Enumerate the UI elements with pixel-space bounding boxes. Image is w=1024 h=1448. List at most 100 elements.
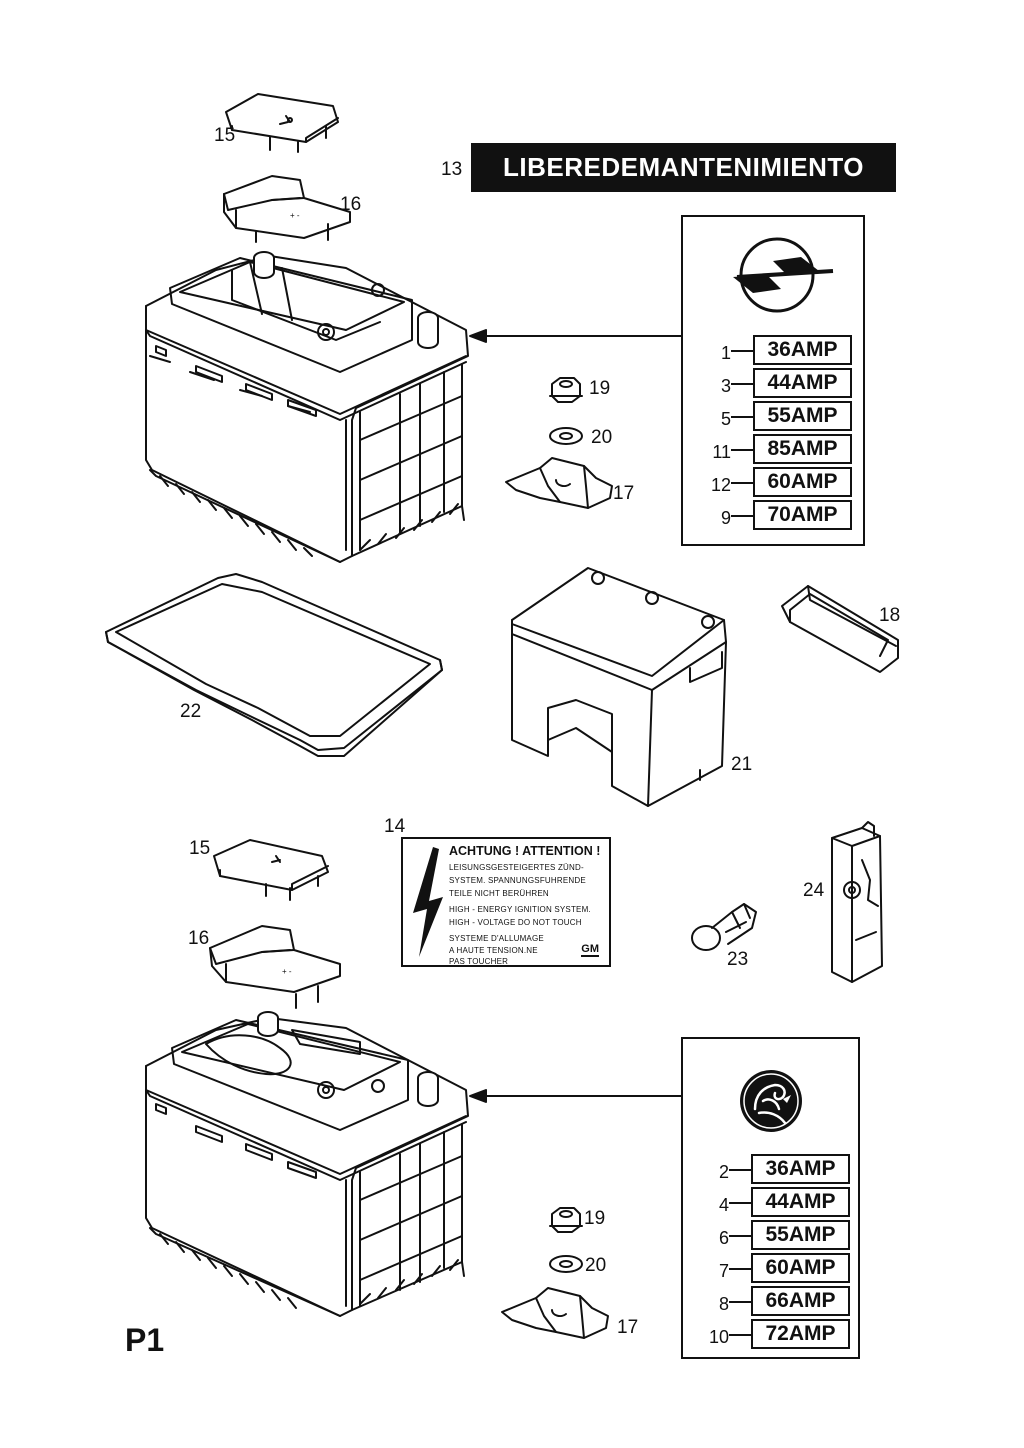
callout-21: 21 — [731, 754, 753, 775]
callout-16-bottom: 16 — [188, 928, 210, 949]
arrow-to-vauxhall-battery — [469, 1089, 683, 1103]
battery-tray — [105, 573, 443, 757]
svg-text:+ -: + - — [282, 967, 292, 976]
opel-logo-icon — [733, 237, 834, 313]
amp-option-row: 10 72AMP — [683, 1319, 858, 1349]
amp-option-row: 2 36AMP — [683, 1154, 858, 1184]
leader-line — [729, 1334, 751, 1336]
amp-option-row: 12 60AMP — [683, 467, 863, 497]
warning-title: ACHTUNG ! ATTENTION ! — [449, 844, 601, 858]
hold-down-clamp-top — [505, 457, 613, 509]
callout-24: 24 — [803, 880, 825, 901]
mounting-channel — [781, 585, 899, 673]
nut-bottom — [549, 1207, 583, 1233]
part-number: 7 — [718, 1261, 729, 1281]
callout-15-bottom: 15 — [189, 838, 211, 859]
leader-line — [731, 515, 753, 517]
terminal-cover-plate-bottom — [213, 839, 329, 901]
callout-23: 23 — [727, 949, 749, 970]
battery-cover — [511, 567, 727, 807]
warning-line: TEILE NICHT BERÜHREN — [449, 889, 549, 898]
part-number: 6 — [718, 1228, 729, 1248]
amp-option-row: 5 55AMP — [683, 401, 863, 431]
leader-line — [729, 1202, 751, 1204]
amp-rating-box: 72AMP — [751, 1319, 850, 1349]
callout-14: 14 — [384, 816, 406, 837]
amp-rating-box: 55AMP — [753, 401, 852, 431]
leader-line — [731, 383, 753, 385]
vauxhall-griffin-logo-icon — [740, 1070, 802, 1132]
maintenance-free-banner: LIBEREDEMANTENIMIENTO — [471, 143, 896, 192]
warning-line: LEISUNGSGESTEIGERTES ZÜND- — [449, 863, 584, 872]
amp-option-row: 9 70AMP — [683, 500, 863, 530]
amp-rating-box: 60AMP — [751, 1253, 850, 1283]
amp-rating-box: 70AMP — [753, 500, 852, 530]
leader-line — [729, 1301, 751, 1303]
callout-17-top: 17 — [613, 483, 635, 504]
leader-line — [731, 416, 753, 418]
nut-top — [549, 377, 583, 403]
amp-option-row: 6 55AMP — [683, 1220, 858, 1250]
leader-line — [731, 350, 753, 352]
amp-option-row: 1 36AMP — [683, 335, 863, 365]
callout-19-bottom: 19 — [584, 1208, 606, 1229]
battery-vauxhall — [145, 1011, 469, 1317]
lightning-bolt-icon — [413, 847, 443, 957]
leader-line — [731, 482, 753, 484]
amp-rating-box: 55AMP — [751, 1220, 850, 1250]
amp-rating-box: 36AMP — [751, 1154, 850, 1184]
amp-option-row: 3 44AMP — [683, 368, 863, 398]
page-code: P1 — [125, 1322, 165, 1358]
callout-18: 18 — [879, 605, 901, 626]
leader-line — [729, 1268, 751, 1270]
warning-line: HIGH - VOLTAGE DO NOT TOUCH — [449, 918, 582, 927]
part-number: 3 — [720, 376, 731, 396]
part-number: 4 — [718, 1195, 729, 1215]
callout-19-top: 19 — [589, 378, 611, 399]
amp-rating-box: 44AMP — [753, 368, 852, 398]
warning-line: PAS TOUCHER — [449, 957, 509, 966]
amp-option-row: 7 60AMP — [683, 1253, 858, 1283]
gm-brand-mark: GM — [581, 943, 599, 957]
warning-line: SYSTEME D'ALLUMAGE — [449, 934, 544, 943]
part-number: 11 — [712, 442, 731, 462]
amp-rating-box: 60AMP — [753, 467, 852, 497]
leader-line — [729, 1169, 751, 1171]
hold-down-clamp-bottom — [501, 1287, 609, 1339]
terminal-cap-bottom: + - — [209, 925, 341, 1009]
svg-text:+ -: + - — [290, 211, 300, 220]
callout-17-bottom: 17 — [617, 1317, 639, 1338]
part-number: 5 — [720, 409, 731, 429]
amp-rating-box: 44AMP — [751, 1187, 850, 1217]
washer-bottom — [549, 1255, 583, 1273]
amp-rating-box: 36AMP — [753, 335, 852, 365]
warning-line: A HAUTE TENSION.NE — [449, 946, 538, 955]
part-number: 10 — [708, 1327, 729, 1347]
part-number: 9 — [720, 508, 731, 528]
callout-16-top: 16 — [340, 194, 362, 215]
callout-20-top: 20 — [591, 427, 613, 448]
warning-line: SYSTEM. SPANNUNGSFUHRENDE — [449, 876, 586, 885]
part-number: 12 — [710, 475, 731, 495]
mounting-bracket — [831, 821, 883, 983]
callout-22: 22 — [180, 701, 202, 722]
part-number: 8 — [718, 1294, 729, 1314]
banner-text: LIBEREDEMANTENIMIENTO — [502, 152, 865, 182]
washer-top — [549, 427, 583, 445]
callout-13: 13 — [441, 159, 463, 180]
battery-opel — [145, 251, 469, 563]
terminal-cover-plate-top — [225, 93, 339, 153]
amp-option-row: 4 44AMP — [683, 1187, 858, 1217]
callout-15-top: 15 — [214, 125, 236, 146]
part-number: 2 — [718, 1162, 729, 1182]
arrow-to-opel-battery — [469, 329, 683, 343]
terminal-cap-top: + - — [223, 175, 351, 243]
part-number: 1 — [720, 343, 731, 363]
callout-20-bottom: 20 — [585, 1255, 607, 1276]
high-voltage-warning-label: ACHTUNG ! ATTENTION ! LEISUNGSGESTEIGERT… — [401, 837, 611, 967]
